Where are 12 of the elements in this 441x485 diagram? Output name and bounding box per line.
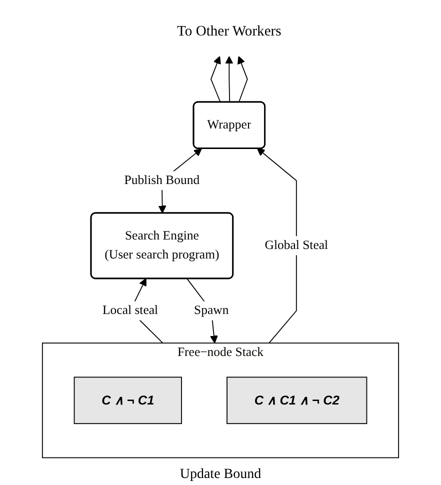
edge-label: Local steal <box>102 304 158 318</box>
edge-label: Spawn <box>194 304 229 318</box>
node-box: C ∧ C1 ∧ ¬ C2 <box>226 376 368 424</box>
note-label: Update Bound <box>180 467 262 483</box>
node-box: C ∧ ¬ C1 <box>74 376 182 424</box>
node-text: To Other Workers <box>177 24 282 40</box>
arrow <box>225 56 234 103</box>
arrow <box>256 148 297 344</box>
arrow <box>210 56 221 103</box>
edge-label: Publish Bound <box>124 174 200 188</box>
edge-label: Global Steal <box>264 238 328 253</box>
arrow <box>237 56 248 103</box>
